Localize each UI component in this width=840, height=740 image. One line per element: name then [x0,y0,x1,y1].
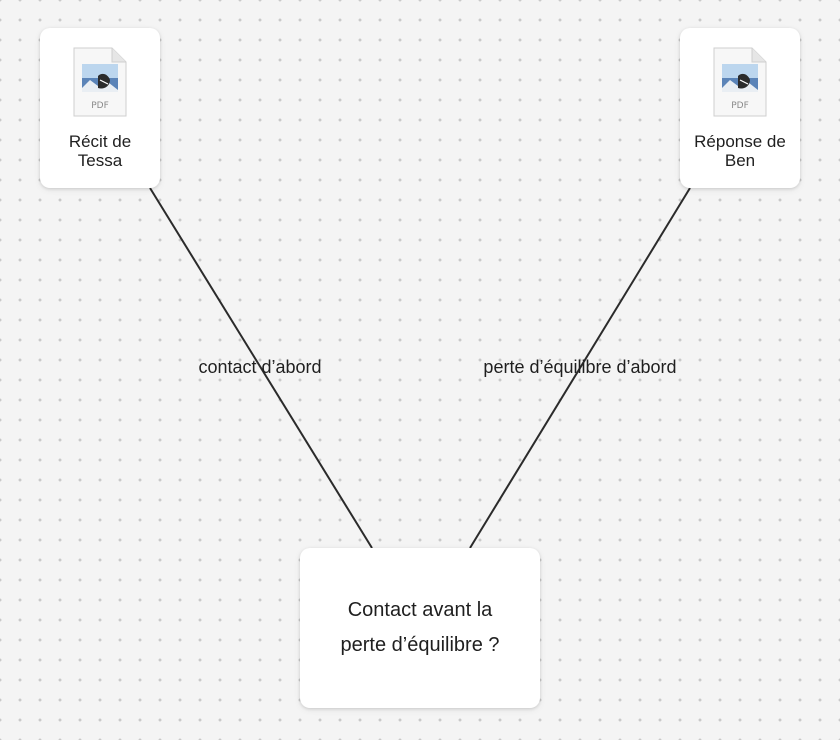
pdf-file-icon: PDF [73,47,127,117]
edge-left-label: contact d’abord [198,357,322,377]
file-node-right-label: Réponse de Ben [694,132,786,170]
file-node-right[interactable]: PDF Réponse de Ben [680,28,800,188]
pdf-file-icon: PDF [713,47,767,117]
svg-text:PDF: PDF [731,101,749,111]
question-node[interactable]: Contact avant la perte d’équilibre ? [300,548,540,708]
question-node-text: Contact avant la perte d’équilibre ? [340,599,500,656]
edge-right-label: perte d’équilibre d’abord [483,357,677,377]
svg-text:PDF: PDF [91,101,109,111]
file-node-left[interactable]: PDF Récit de Tessa [40,28,160,188]
file-node-left-label: Récit de Tessa [68,132,132,170]
